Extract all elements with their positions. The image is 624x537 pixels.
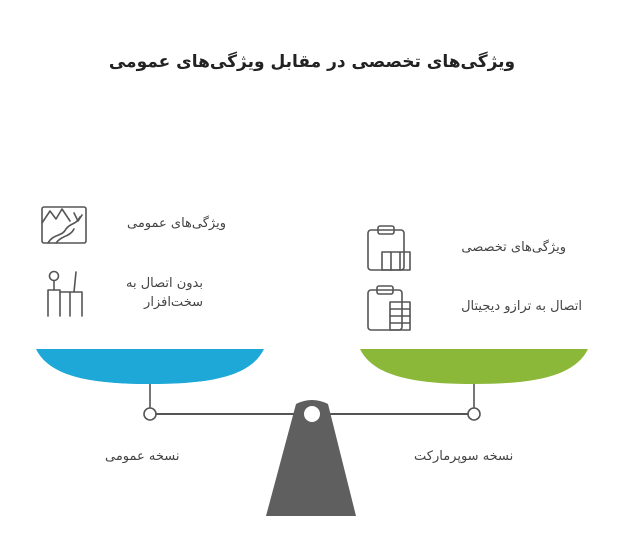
right-item-digital-scale: اتصال به ترازو دیجیتال xyxy=(461,299,582,314)
left-item-general-features: ویژگی‌های عمومی xyxy=(126,216,226,231)
right-item-specialized-features: ویژگی‌های تخصصی xyxy=(461,240,566,255)
left-item-no-hardware-line2: سخت‌افزار xyxy=(144,295,203,310)
page-title: ویژگی‌های تخصصی در مقابل ویژگی‌های عمومی xyxy=(108,52,516,72)
clipboard-list-icon xyxy=(364,284,412,336)
fulcrum-pivot xyxy=(302,404,322,424)
fulcrum xyxy=(266,400,356,516)
clipboard-table-icon xyxy=(364,224,412,276)
person-at-desk-icon xyxy=(40,268,88,324)
right-caption: نسخه سوپرمارکت xyxy=(414,449,514,464)
landscape-icon xyxy=(40,203,88,251)
left-item-no-hardware-line1: بدون اتصال به xyxy=(125,276,203,291)
right-pivot xyxy=(467,407,481,421)
left-pivot xyxy=(143,407,157,421)
right-pan xyxy=(360,349,588,384)
left-pan xyxy=(36,349,264,384)
left-caption: نسخه عمومی xyxy=(105,449,180,464)
left-item-no-hardware: بدون اتصال به سخت‌افزار xyxy=(126,274,203,312)
